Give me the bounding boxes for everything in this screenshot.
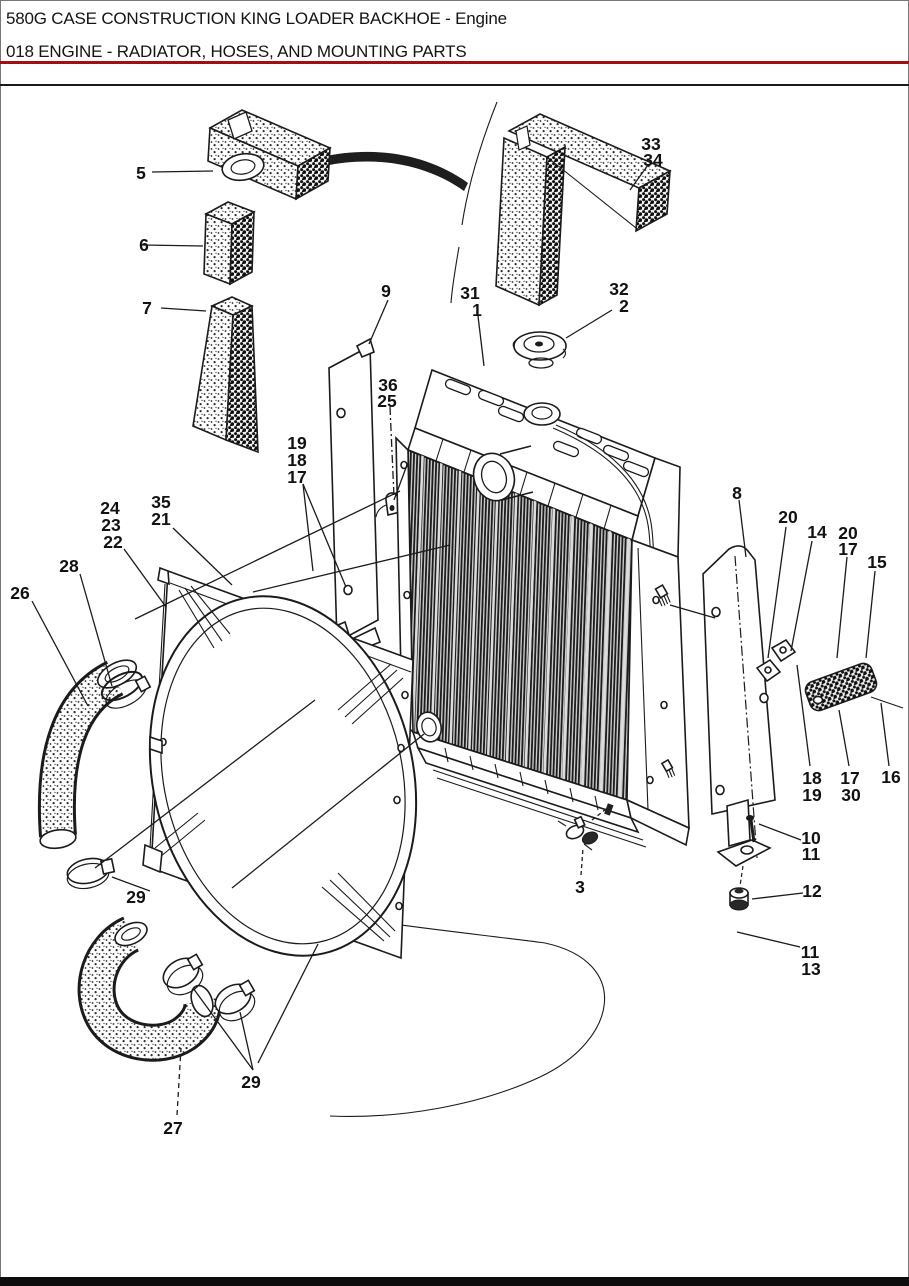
part-callout-25-11: 25 xyxy=(377,391,397,411)
part-callout-2-9: 2 xyxy=(619,296,629,316)
part-callout-26-21: 26 xyxy=(10,583,30,603)
part-callout-13-37: 13 xyxy=(801,959,821,979)
overflow-tube-arc xyxy=(322,101,498,304)
page-title: 580G CASE CONSTRUCTION KING LOADER BACKH… xyxy=(6,9,507,28)
part-callout-20-25: 20 xyxy=(838,523,858,543)
leader-lines xyxy=(31,164,890,1116)
part-callout-31-6: 31 xyxy=(460,283,480,303)
part-callout-27-41: 27 xyxy=(163,1118,182,1138)
hose-clamp-28 xyxy=(100,670,152,709)
page-frame xyxy=(0,84,909,1286)
upper-hose-26 xyxy=(37,659,152,850)
section-title: 018 ENGINE - RADIATOR, HOSES, AND MOUNTI… xyxy=(6,42,467,61)
tank-louvers xyxy=(444,378,650,478)
foam-strip-5 xyxy=(207,109,332,201)
mounting-plate-20 xyxy=(755,658,782,683)
part-callout-35-18: 35 xyxy=(151,492,171,512)
part-callout-24-15: 24 xyxy=(100,498,120,518)
part-callout-1-7: 1 xyxy=(472,300,482,320)
foam-pad-15 xyxy=(804,662,904,712)
part-callout-17-26: 17 xyxy=(838,539,857,559)
part-callout-11-34: 11 xyxy=(802,844,821,864)
red-divider xyxy=(0,61,909,64)
part-callout-12-35: 12 xyxy=(802,881,822,901)
part-callout-6-1: 6 xyxy=(139,235,149,255)
part-callout-28-20: 28 xyxy=(59,556,79,576)
part-callout-11-36: 11 xyxy=(801,942,820,962)
part-callout-8-22: 8 xyxy=(732,483,742,503)
part-callout-30-31: 30 xyxy=(841,785,861,805)
radiator-cap xyxy=(512,331,567,369)
part-callout-33-3: 33 xyxy=(641,134,661,154)
part-callout-34-4: 34 xyxy=(643,150,663,170)
part-callout-10-33: 10 xyxy=(801,828,821,848)
part-callout-20-23: 20 xyxy=(778,507,798,527)
rubber-mount-12 xyxy=(729,887,749,911)
mounting-plate-14 xyxy=(770,638,797,663)
foam-pad-7 xyxy=(192,296,259,454)
part-callout-5-0: 5 xyxy=(136,163,146,183)
screw-19-lower xyxy=(660,758,676,778)
part-callout-9-5: 9 xyxy=(381,281,391,301)
radiator xyxy=(395,368,690,848)
mounting-bracket-9 xyxy=(321,337,382,654)
fan-shroud xyxy=(142,566,418,960)
hose-clamp-29-upper xyxy=(66,857,116,890)
screw-19 xyxy=(654,583,671,607)
lower-hose-27 xyxy=(77,916,222,1062)
part-callout-14-24: 14 xyxy=(807,522,827,542)
hose-clamp-29-lower-b xyxy=(214,979,256,1022)
part-callout-29-39: 29 xyxy=(126,887,146,907)
part-callout-22-17: 22 xyxy=(103,532,123,552)
part-callout-21-19: 21 xyxy=(151,509,171,529)
part-callout-15-27: 15 xyxy=(867,552,887,572)
part-callout-29-40: 29 xyxy=(241,1072,261,1092)
part-callout-32-8: 32 xyxy=(609,279,629,299)
part-callout-17-30: 17 xyxy=(840,768,859,788)
part-callout-23-16: 23 xyxy=(101,515,121,535)
part-callout-19-12: 19 xyxy=(287,433,307,453)
part-callout-3-38: 3 xyxy=(575,877,585,897)
part-callout-36-10: 36 xyxy=(378,375,398,395)
drain-valve-3 xyxy=(557,815,599,851)
part-callout-19-29: 19 xyxy=(802,785,822,805)
part-callout-16-32: 16 xyxy=(881,767,901,787)
foam-pad-6 xyxy=(203,201,256,286)
part-callout-18-28: 18 xyxy=(802,768,822,788)
foam-channel-33 xyxy=(495,113,672,307)
hose-clamp-29-lower-a xyxy=(162,953,204,996)
part-callout-18-13: 18 xyxy=(287,450,307,470)
part-callout-17-14: 17 xyxy=(287,467,306,487)
part-callout-7-2: 7 xyxy=(142,298,152,318)
mounting-bracket-8 xyxy=(702,545,776,887)
